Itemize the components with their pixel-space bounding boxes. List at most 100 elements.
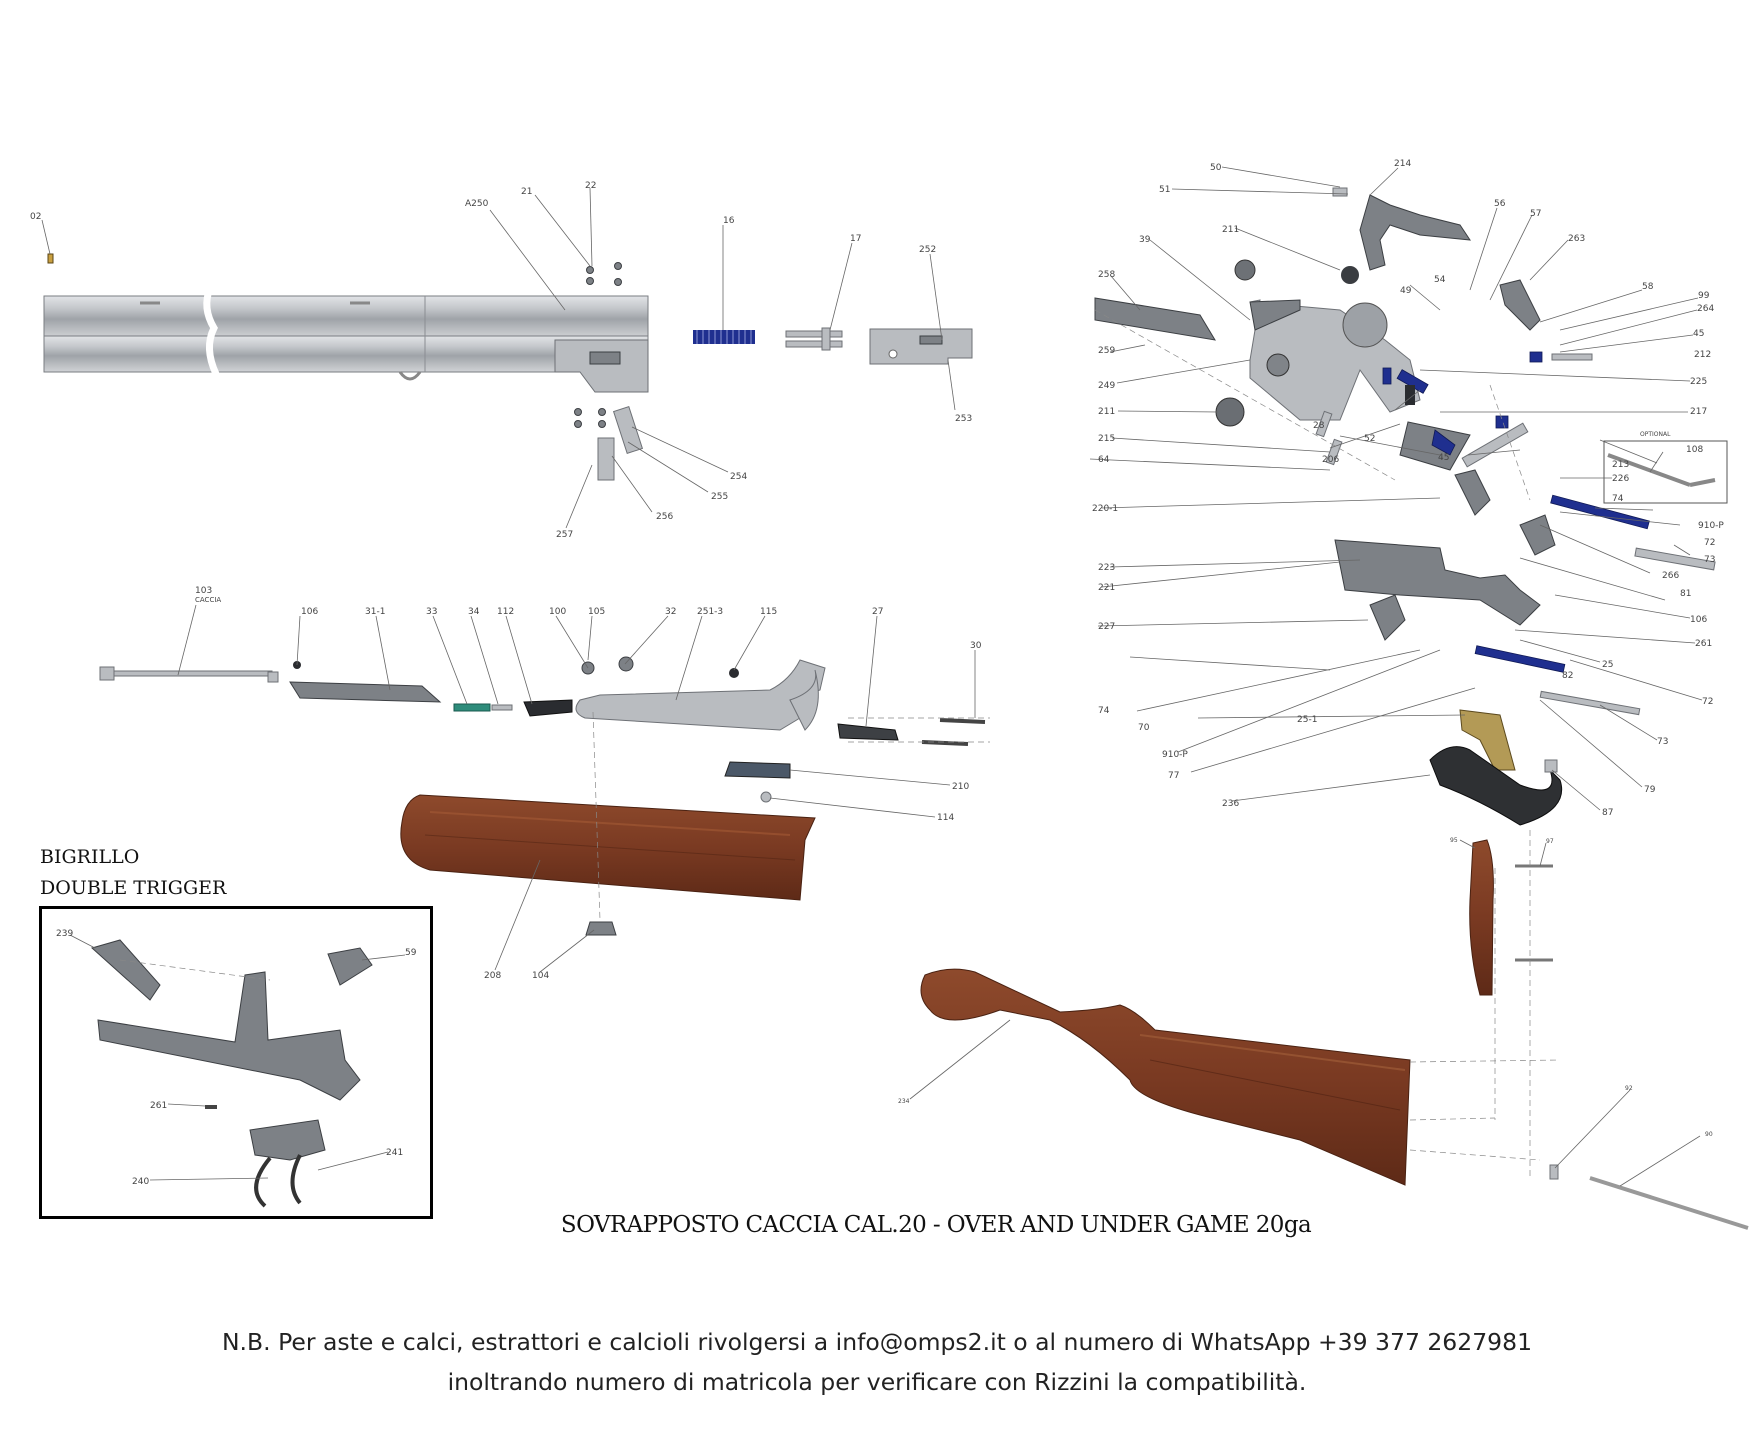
part-label: 28 [1313,421,1325,431]
part-label: 208 [484,971,501,981]
part-label: 34 [468,607,480,617]
lower-barrel [43,335,649,373]
part-label: 217 [1690,407,1707,417]
part-label: 100 [549,607,566,617]
part-label: 257 [556,530,573,540]
part-label: 31-1 [365,607,385,617]
part-label: 213 [1612,460,1629,470]
part-label: 59 [405,948,417,958]
action-assembly [1094,187,1716,826]
part-label: 225 [1690,377,1707,387]
part-label: 239 [56,929,73,939]
part-label: 226 [1612,474,1629,484]
part-label: 17 [850,234,861,244]
part-label: 92 [1625,1085,1633,1092]
part-label: 33 [426,607,437,617]
part-label: 206 [1322,455,1339,465]
part-label: 227 [1098,622,1115,632]
leader-lines [41,166,1703,1187]
part-label: 74 [1098,706,1110,716]
diagram-title: SOVRAPPOSTO CACCIA CAL.20 - OVER AND UND… [560,1212,1312,1238]
part-label: 32 [665,607,676,617]
part-label: 54 [1434,275,1446,285]
part-label: 264 [1697,304,1714,314]
part-label: 252 [919,245,936,255]
part-label: 27 [872,607,883,617]
part-label: 255 [711,492,728,502]
part-label: 22 [585,181,596,191]
part-label: 223 [1098,563,1115,573]
part-label: 82 [1562,671,1573,681]
inset-title-line2: DOUBLE TRIGGER [40,877,227,899]
part-label: 02 [30,212,41,222]
part-label: 241 [386,1148,403,1158]
part-label: 73 [1657,737,1668,747]
part-label: 25 [1602,660,1613,670]
optional-part-box [1603,440,1728,504]
part-label: 74 [1612,494,1624,504]
part-label: 112 [497,607,514,617]
part-label: 50 [1210,163,1222,173]
upper-barrel [43,295,649,339]
stock-bolts [1515,864,1749,1230]
note-line-1: N.B. Per aste e calci, estrattori e calc… [221,1328,1533,1356]
part-label: 25-1 [1297,715,1317,725]
part-label: 56 [1494,199,1506,209]
part-label: 39 [1139,235,1151,245]
barrel-break-mark [203,286,220,376]
part-label: 70 [1138,723,1150,733]
part-label: 72 [1702,697,1713,707]
part-label: 58 [1642,282,1654,292]
double-trigger-parts [90,939,373,1208]
part-label: 115 [760,607,777,617]
part-label: 21 [521,187,532,197]
part-label: 81 [1680,589,1691,599]
part-label: 266 [1662,571,1679,581]
part-label: 220-1 [1092,504,1118,514]
buttstock-wood [920,968,1411,1186]
part-label: 236 [1222,799,1239,809]
part-label: 103 [195,586,212,596]
part-label: 253 [955,414,972,424]
part-label: 73 [1704,555,1715,565]
barrels-assembly [43,286,649,393]
part-label: 210 [952,782,969,792]
part-label: 72 [1704,538,1715,548]
part-label: 221 [1098,583,1115,593]
part-label: 57 [1530,209,1541,219]
part-label: 90 [1705,1131,1713,1138]
part-label: 214 [1394,159,1411,169]
part-label: 99 [1698,291,1710,301]
part-label: 87 [1602,808,1613,818]
part-label: 30 [970,641,982,651]
forend-iron-assembly [99,656,986,803]
part-label: 79 [1644,785,1656,795]
part-label: 45 [1693,329,1704,339]
part-label: OPTIONAL [1640,431,1671,438]
part-label: 263 [1568,234,1585,244]
part-label: 52 [1364,434,1375,444]
part-label: 211 [1222,225,1239,235]
part-label: 261 [150,1101,167,1111]
part-label: 249 [1098,381,1115,391]
part-label: 105 [588,607,605,617]
part-label: 258 [1098,270,1115,280]
part-label: 106 [1690,615,1707,625]
forend-wood [400,794,816,936]
part-label: 51 [1159,185,1170,195]
part-label: A250 [465,199,489,209]
part-label: 77 [1168,771,1179,781]
part-label: 251-3 [697,607,723,617]
part-label: 49 [1400,286,1412,296]
part-label: 910-P [1698,521,1724,531]
part-label: 108 [1686,445,1703,455]
note-line-2: inoltrando numero di matricola per verif… [447,1368,1307,1396]
part-label: 104 [532,971,549,981]
recoil-pad [1469,839,1494,996]
part-label: 259 [1098,346,1115,356]
part-label: 261 [1695,639,1712,649]
part-label: 45 [1438,453,1449,463]
part-label: 95 [1450,837,1458,844]
inset-title-line1: BIGRILLO [40,846,140,868]
